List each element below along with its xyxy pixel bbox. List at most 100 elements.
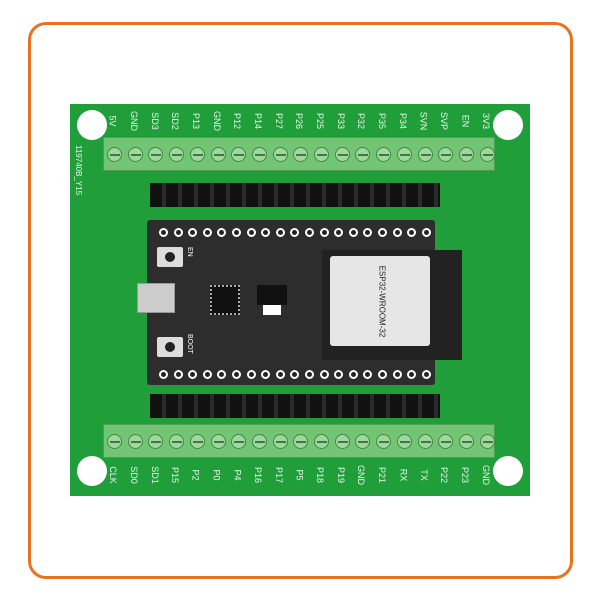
- terminal-screw[interactable]: [169, 147, 185, 162]
- terminal-screw[interactable]: [376, 434, 392, 449]
- pin-label: P2: [186, 460, 206, 490]
- pin-label-text: SD2: [170, 112, 181, 130]
- header-pin-hole: [188, 370, 198, 379]
- terminal-screw[interactable]: [355, 147, 371, 162]
- boot-button[interactable]: [157, 337, 183, 357]
- terminal-screw[interactable]: [107, 147, 122, 162]
- terminal-screw[interactable]: [127, 147, 143, 162]
- pin-label: P26: [289, 106, 309, 136]
- terminal-screw[interactable]: [396, 147, 412, 162]
- header-pin-hole: [334, 370, 344, 379]
- pin-label: P4: [227, 460, 247, 490]
- terminal-screw[interactable]: [458, 434, 474, 449]
- pin-label: SD2: [165, 106, 185, 136]
- terminal-screw[interactable]: [293, 147, 309, 162]
- terminal-screw[interactable]: [458, 147, 474, 162]
- header-pin-hole: [363, 370, 373, 379]
- mounting-hole: [493, 456, 523, 486]
- pin-label: P14: [248, 106, 268, 136]
- pin-label-text: P27: [273, 112, 284, 130]
- pin-label-text: P2: [190, 469, 201, 481]
- terminal-screw[interactable]: [479, 434, 495, 449]
- terminal-screw[interactable]: [438, 147, 454, 162]
- header-pin-hole: [275, 228, 285, 237]
- terminal-screw[interactable]: [148, 147, 164, 162]
- header-pin-hole: [305, 228, 314, 237]
- pin-label: GND: [207, 106, 227, 136]
- pin-label: EN: [455, 106, 475, 136]
- usb-uart-chip: [210, 285, 240, 315]
- terminal-screw[interactable]: [417, 434, 433, 449]
- terminal-screw[interactable]: [396, 434, 412, 449]
- pin-label: SD1: [144, 460, 164, 490]
- terminal-screw[interactable]: [417, 147, 433, 162]
- header-pin-hole: [261, 228, 271, 237]
- pin-label-text: EN: [459, 114, 470, 128]
- pin-label: P23: [455, 460, 475, 490]
- terminal-screw[interactable]: [210, 147, 226, 162]
- pin-label-text: 3V3: [480, 112, 491, 130]
- terminal-screw[interactable]: [438, 434, 454, 449]
- header-pin-hole: [392, 370, 402, 379]
- header-pin-hole: [275, 370, 285, 379]
- pin-label: P5: [289, 460, 309, 490]
- header-pin-hole: [348, 228, 358, 237]
- pin-label: TX: [414, 460, 434, 490]
- terminal-screw[interactable]: [314, 434, 329, 449]
- pin-label: P34: [393, 106, 413, 136]
- header-pin-hole: [407, 228, 417, 237]
- pin-label-text: SD1: [149, 466, 160, 484]
- pin-label-text: GND: [480, 465, 491, 485]
- header-pin-hole: [305, 370, 314, 379]
- en-button[interactable]: [157, 247, 183, 267]
- pin-label-text: TX: [418, 469, 429, 481]
- pin-label-text: P4: [232, 469, 243, 481]
- header-pin-hole: [334, 228, 344, 237]
- terminal-screw[interactable]: [231, 147, 247, 162]
- pin-label-text: SVN: [418, 111, 429, 131]
- header-pin-hole: [232, 228, 241, 237]
- header-pin-hole: [159, 228, 168, 237]
- pin-label: P18: [310, 460, 330, 490]
- pin-label-text: CLK: [107, 466, 118, 484]
- terminal-screw[interactable]: [334, 147, 350, 162]
- header-pin-hole: [392, 228, 402, 237]
- terminal-screw[interactable]: [189, 434, 205, 449]
- header-pin-hole: [232, 370, 241, 379]
- pin-label: P17: [269, 460, 289, 490]
- pin-label-text: P26: [294, 112, 305, 130]
- terminal-screw[interactable]: [231, 434, 247, 449]
- terminal-screw[interactable]: [314, 147, 329, 162]
- voltage-regulator: [257, 285, 287, 305]
- terminal-screw[interactable]: [355, 434, 371, 449]
- terminal-screw[interactable]: [127, 434, 143, 449]
- terminal-screw[interactable]: [376, 147, 392, 162]
- terminal-screw[interactable]: [210, 434, 226, 449]
- pin-label: P0: [207, 460, 227, 490]
- terminal-screw[interactable]: [334, 434, 350, 449]
- pin-label: SD0: [124, 460, 144, 490]
- esp32-module-shield: [330, 256, 430, 346]
- terminal-screw[interactable]: [272, 434, 288, 449]
- header-pin-hole: [173, 370, 183, 379]
- board-id-text: 119740B_Y15: [74, 145, 83, 196]
- pin-label-text: SD0: [128, 466, 139, 484]
- terminal-screw[interactable]: [293, 434, 309, 449]
- top-terminal-block: [103, 137, 495, 171]
- terminal-screw[interactable]: [148, 434, 164, 449]
- header-pin-hole: [159, 370, 168, 379]
- header-pin-hole: [363, 228, 373, 237]
- terminal-screw[interactable]: [479, 147, 495, 162]
- pin-label-text: P5: [294, 469, 305, 481]
- header-pin-hole: [319, 370, 329, 379]
- pin-label: SVN: [414, 106, 434, 136]
- pin-label: P19: [331, 460, 351, 490]
- terminal-screw[interactable]: [251, 147, 267, 162]
- header-pin-hole: [421, 228, 431, 237]
- pin-label-text: RX: [397, 468, 408, 482]
- terminal-screw[interactable]: [169, 434, 185, 449]
- terminal-screw[interactable]: [272, 147, 288, 162]
- terminal-screw[interactable]: [189, 147, 205, 162]
- terminal-screw[interactable]: [107, 434, 122, 449]
- terminal-screw[interactable]: [251, 434, 267, 449]
